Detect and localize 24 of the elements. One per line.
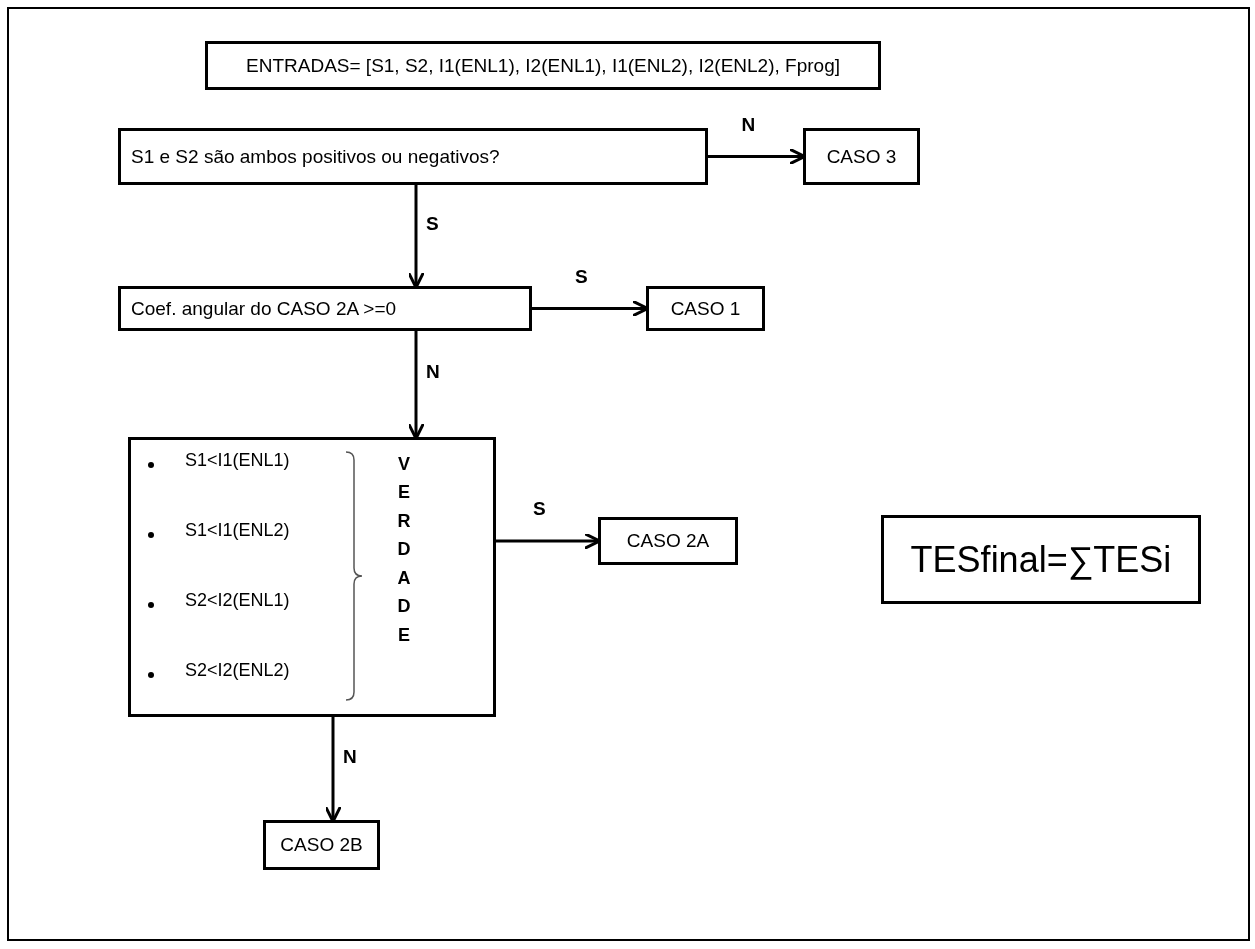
box-text: Coef. angular do CASO 2A >=0 — [131, 297, 397, 320]
edge-label: S — [533, 499, 546, 518]
box-text: CASO 2A — [626, 530, 710, 552]
formula-text: TESfinal=∑TESi — [910, 538, 1172, 581]
condition-text: S2<I2(ENL2) — [185, 660, 290, 681]
condition-text: S2<I2(ENL1) — [185, 590, 290, 611]
condition-text: S1<I1(ENL2) — [185, 520, 290, 541]
box-text: CASO 1 — [670, 297, 741, 320]
box-text: CASO 2B — [280, 834, 363, 856]
condition-box — [128, 437, 496, 717]
box-text: ENTRADAS= [S1, S2, I1(ENL1), I2(ENL1), I1(ENL2), I2(ENL2), Fprog] — [246, 54, 840, 77]
condition-text: S1<I1(ENL1) — [185, 450, 290, 471]
process-box — [205, 41, 881, 90]
edge-label: N — [426, 362, 440, 381]
process-box — [646, 286, 765, 331]
formula-box — [881, 515, 1201, 604]
box-text: S1 e S2 são ambos positivos ou negativos? — [131, 145, 500, 168]
decision-box — [118, 286, 532, 331]
decision-box — [118, 128, 708, 185]
vertical-label: VERDADE — [396, 453, 412, 647]
process-box — [598, 517, 738, 565]
process-box — [263, 820, 380, 870]
box-text: CASO 3 — [826, 145, 897, 168]
process-box — [803, 128, 920, 185]
